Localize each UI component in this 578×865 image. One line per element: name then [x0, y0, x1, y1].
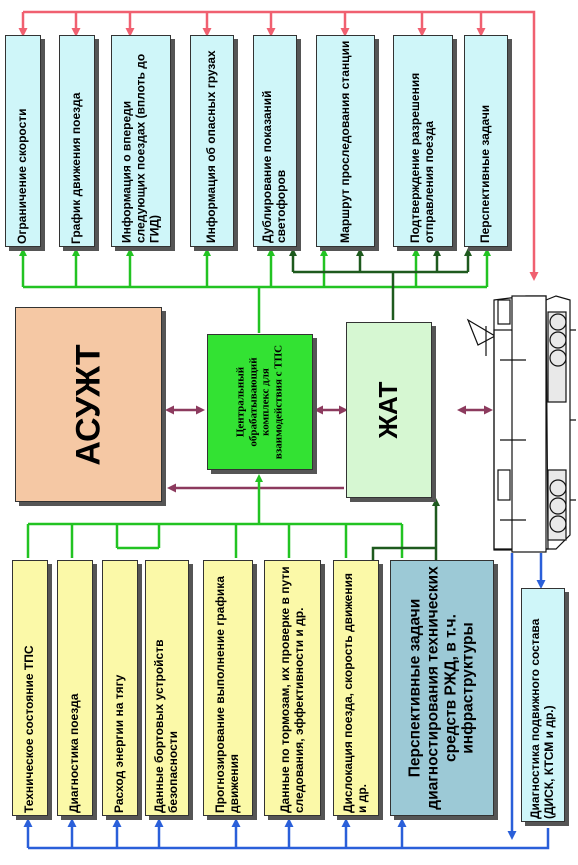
top-box-signal-duplication: Дублирование показаний светофоров	[253, 35, 297, 247]
zhat-block: ЖАТ	[346, 322, 432, 498]
top-box-label: Подтверждение разрешения отправления пое…	[408, 72, 436, 243]
top-box-label: Информация о впереди следующих поездах (…	[119, 53, 161, 243]
central-processing-complex: Центральный обрабатывающий комплекс для …	[207, 334, 313, 470]
top-box-label: График движения поезда	[69, 92, 84, 244]
bottom-box-label: Перспективные задачи диагностирования те…	[406, 566, 477, 810]
asuzht-label: АСУЖТ	[68, 343, 107, 466]
dark-green-bottom	[371, 498, 440, 560]
top-box-trains-ahead: Информация о впереди следующих поездах (…	[111, 35, 171, 247]
bottom-box-label: Расход энергии на тягу	[112, 674, 127, 813]
top-box-station-route: Маршрут проследования станции	[316, 35, 375, 247]
cpu-label: Центральный обрабатывающий комплекс для …	[234, 344, 285, 460]
top-box-label: Маршрут проследования станции	[337, 40, 352, 243]
top-box-future-tasks: Перспективные задачи	[464, 35, 508, 247]
top-box-label: Информация об опасных грузах	[204, 50, 219, 243]
bottom-box-label: Данные по тормозам, их проверке в пути с…	[277, 566, 306, 813]
bottom-box-brakes-data: Данные по тормозам, их проверке в пути с…	[264, 560, 321, 816]
asuzht-block: АСУЖТ	[15, 307, 162, 502]
green-top-bus	[19, 248, 491, 333]
bottom-box-label: Дислокация поезда, скорость движения и д…	[341, 573, 369, 813]
bottom-box-label: Прогнозирование выполнение графика движе…	[213, 576, 241, 813]
locomotive-image	[466, 295, 576, 553]
top-box-label: Дублирование показаний светофоров	[260, 90, 288, 243]
bottom-box-future-diagnostics: Перспективные задачи диагностирования те…	[390, 560, 494, 816]
bottom-box-train-diagnostics: Диагностика поезда	[57, 560, 93, 816]
bottom-box-train-location: Дислокация поезда, скорость движения и д…	[333, 560, 379, 816]
diag-box-label: Диагностика подвижного состава (ДИСК, КТ…	[528, 618, 556, 819]
dark-green-top-bus	[289, 248, 472, 320]
bottom-box-traction-energy: Расход энергии на тягу	[102, 560, 138, 816]
red-bus	[18, 10, 539, 281]
bottom-box-label: Техническое состояние ТПС	[22, 645, 37, 813]
bottom-box-tps-condition: Техническое состояние ТПС	[12, 560, 48, 816]
top-box-label: Перспективные задачи	[478, 104, 493, 243]
top-box-departure-confirmation: Подтверждение разрешения отправления пое…	[393, 35, 453, 247]
zhat-label: ЖАТ	[373, 381, 404, 439]
bottom-box-label: Диагностика поезда	[67, 693, 82, 813]
rolling-stock-diagnostics-box: Диагностика подвижного состава (ДИСК, КТ…	[521, 588, 565, 822]
top-box-train-schedule: График движения поезда	[59, 35, 95, 247]
bottom-box-label: Данные бортовых устройств безопасности	[152, 639, 180, 813]
green-bottom-bus	[26, 474, 404, 558]
bottom-box-onboard-safety-data: Данные бортовых устройств безопасности	[145, 560, 189, 816]
top-box-speed-limit: Ограничение скорости	[5, 35, 41, 247]
blue-bottom-bus	[23, 553, 550, 850]
top-box-label: Ограничение скорости	[15, 108, 30, 244]
top-box-dangerous-goods: Информация об опасных грузах	[190, 35, 234, 247]
bottom-box-schedule-forecast: Прогнозирование выполнение графика движе…	[203, 560, 253, 816]
